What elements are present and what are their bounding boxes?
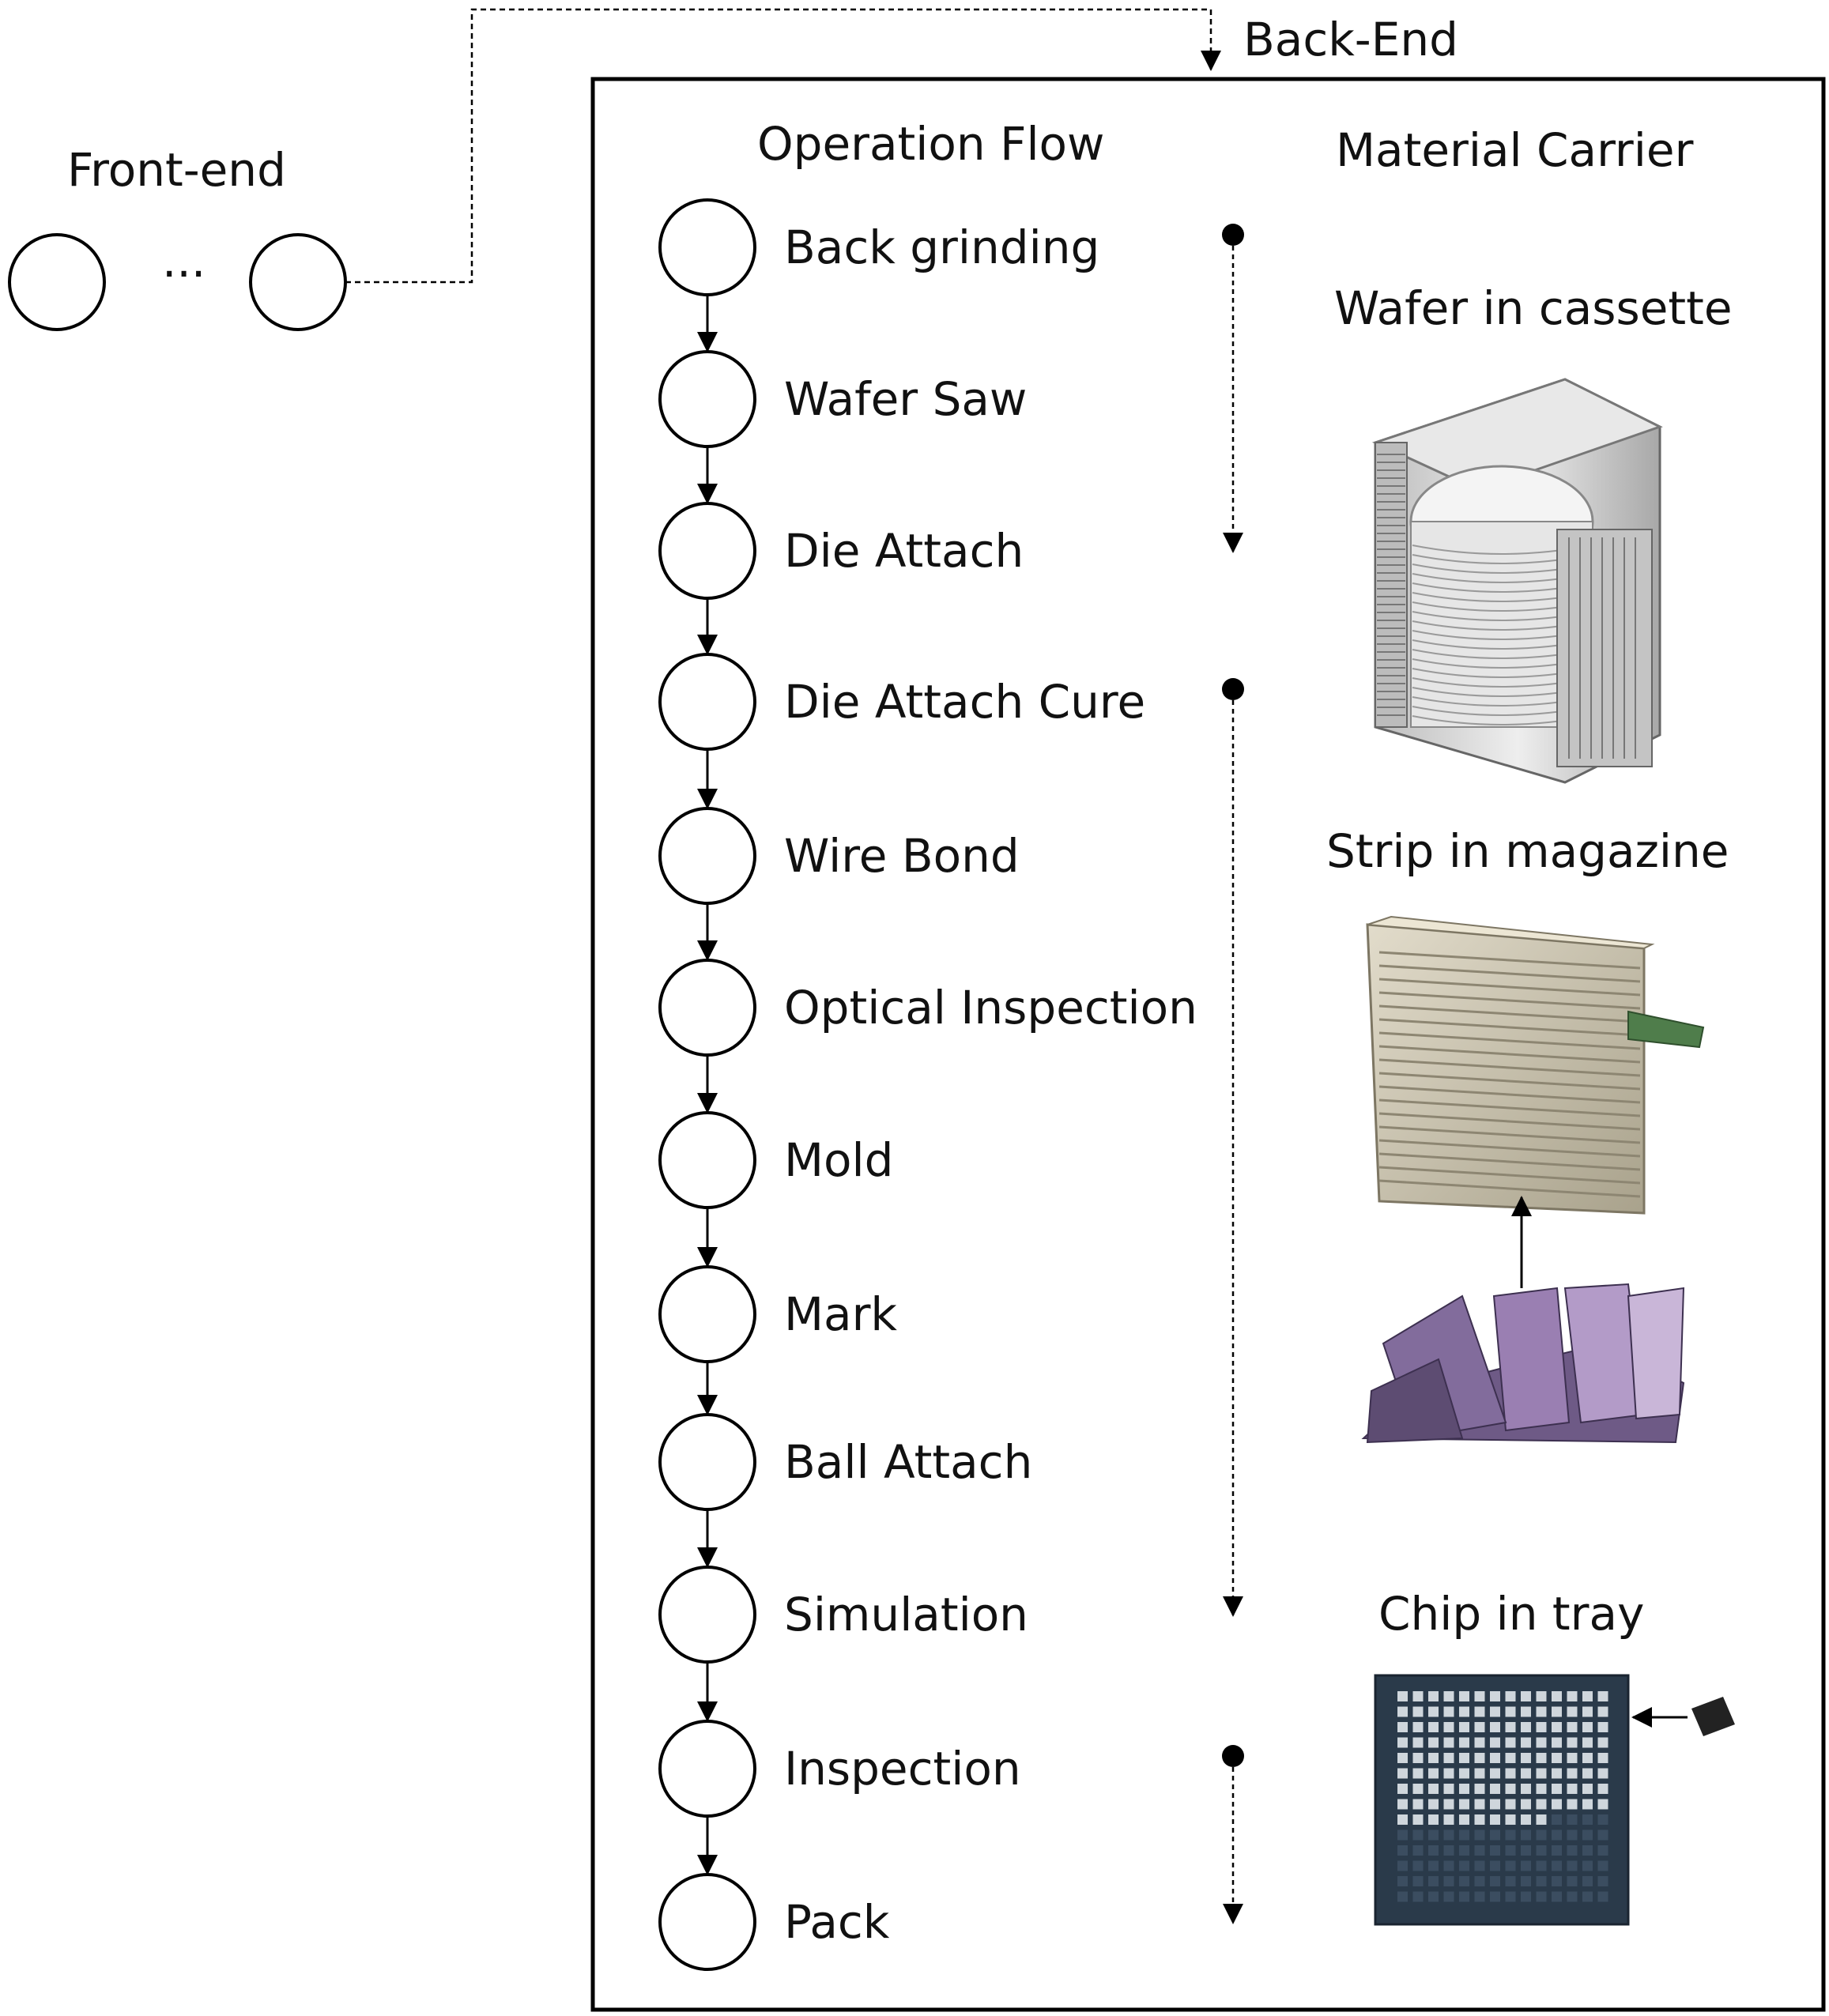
step-label: Mark [784, 1287, 897, 1341]
chip-tray-illustration [1374, 1674, 1630, 1926]
carrier-span-start-dot [1222, 1745, 1244, 1767]
step-circle [658, 1413, 756, 1511]
carrier-label-wafer: Wafer in cassette [1334, 281, 1733, 335]
step-label: Mold [784, 1133, 893, 1187]
front-end-step-first [8, 233, 106, 331]
step-circle [658, 1873, 756, 1971]
step-label: Inspection [784, 1742, 1021, 1796]
step-circle [658, 1111, 756, 1209]
step-circle [658, 502, 756, 600]
step-label: Wafer Saw [784, 372, 1027, 426]
step-label: Back grinding [784, 220, 1099, 274]
strip-magazine-illustration [1366, 915, 1705, 1215]
step-circle [658, 807, 756, 905]
back-end-frame [590, 77, 1826, 2012]
step-circle [658, 959, 756, 1057]
step-label: Die Attach Cure [784, 675, 1145, 729]
front-end-label: Front-end [67, 143, 286, 197]
step-label: Pack [784, 1895, 890, 1949]
carrier-label-strip: Strip in magazine [1326, 824, 1729, 878]
back-end-label: Back-End [1243, 13, 1458, 66]
step-circle [658, 653, 756, 751]
strips-illustration [1361, 1283, 1685, 1444]
front-end-ellipsis: ... [162, 234, 206, 288]
carrier-span-start-dot [1222, 224, 1244, 246]
operation-flow-header: Operation Flow [757, 117, 1104, 171]
front-to-back-connector [345, 8, 1221, 284]
carrier-span-start-dot [1222, 678, 1244, 700]
back-end-group: Back-End Operation Flow Material Carrier… [590, 13, 1826, 2012]
step-label: Ball Attach [784, 1435, 1032, 1489]
front-end-group: Front-end ... [8, 8, 1221, 331]
step-circle [658, 1265, 756, 1363]
step-label: Die Attach [784, 524, 1024, 578]
step-label: Wire Bond [784, 829, 1020, 883]
carrier-label-chip: Chip in tray [1378, 1587, 1644, 1641]
step-circle [658, 350, 756, 448]
step-label: Optical Inspection [784, 981, 1197, 1034]
step-label: Simulation [784, 1588, 1028, 1641]
chip-icon [1691, 1697, 1735, 1736]
step-circle [658, 198, 756, 296]
wafer-cassette-illustration [1371, 378, 1663, 784]
material-carrier-header: Material Carrier [1336, 123, 1694, 177]
step-circle [658, 1566, 756, 1664]
carrier-spans [1222, 224, 1244, 1924]
step-circle [658, 1720, 756, 1818]
front-end-step-last [249, 233, 347, 331]
